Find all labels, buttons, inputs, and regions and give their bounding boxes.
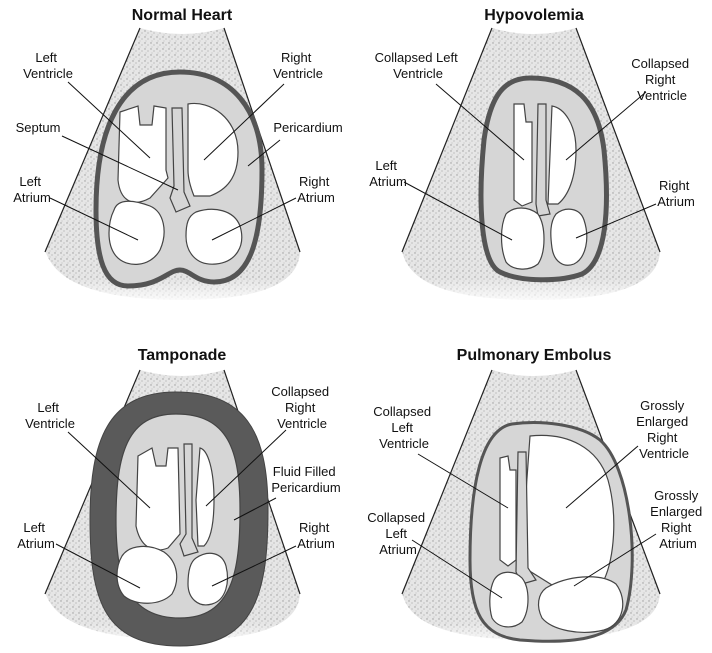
left-atrium-cavity: [109, 201, 164, 264]
panel-normal-heart: Normal Heart Left Ventricle Right Ventri…: [13, 7, 342, 305]
right-atrium-cavity: [539, 577, 623, 633]
panel-tamponade: Tamponade Left Ventricle Collapsed Rig: [17, 347, 340, 648]
label-pericardium: Pericardium: [273, 120, 342, 135]
left-atrium-cavity: [490, 572, 528, 627]
label-fluid-filled-pericardium: Fluid Filled Pericardium: [271, 464, 340, 495]
panel-title: Hypovolemia: [484, 7, 584, 24]
label-septum: Septum: [16, 120, 61, 135]
panel-hypovolemia: Hypovolemia Collapsed Left Ventricle Col…: [369, 7, 695, 305]
panel-title: Pulmonary Embolus: [457, 347, 612, 364]
label-left-atrium: Left Atrium: [13, 174, 51, 205]
heart-tamponade: [90, 392, 268, 646]
heart-hypovolemia: [481, 78, 606, 280]
heart-pulmonary-embolus: [470, 423, 632, 642]
label-left-ventricle: Left Ventricle: [25, 400, 75, 431]
panel-title: Normal Heart: [132, 7, 233, 24]
heart-normal: [96, 72, 262, 286]
left-atrium-cavity: [502, 208, 545, 269]
panel-pulmonary-embolus: Pulmonary Embolus Collapsed Left Ventric…: [367, 347, 706, 648]
left-atrium-cavity: [117, 546, 177, 603]
label-collapsed-left-ventricle: Collapsed Left Ventricle: [373, 404, 434, 451]
label-left-atrium: Left Atrium: [17, 520, 55, 551]
label-right-ventricle: Right Ventricle: [273, 50, 323, 81]
label-grossly-enlarged-right-atrium: Grossly Enlarged Right Atrium: [650, 488, 706, 551]
label-collapsed-left-ventricle: Collapsed Left Ventricle: [375, 50, 462, 81]
label-right-atrium: Right Atrium: [297, 174, 335, 205]
label-collapsed-right-ventricle: Collapsed Right Ventricle: [271, 384, 332, 431]
right-atrium-cavity: [551, 209, 587, 265]
label-grossly-enlarged-right-ventricle: Grossly Enlarged Right Ventricle: [636, 398, 692, 461]
label-collapsed-right-ventricle: Collapsed Right Ventricle: [631, 56, 692, 103]
label-left-ventricle: Left Ventricle: [23, 50, 73, 81]
label-left-atrium: Left Atrium: [369, 158, 407, 189]
label-right-atrium: Right Atrium: [297, 520, 335, 551]
label-right-atrium: Right Atrium: [657, 178, 695, 209]
panel-title: Tamponade: [138, 347, 227, 364]
right-atrium-cavity: [188, 553, 227, 605]
right-atrium-cavity: [186, 209, 242, 264]
left-ventricle-cavity: [500, 456, 516, 566]
